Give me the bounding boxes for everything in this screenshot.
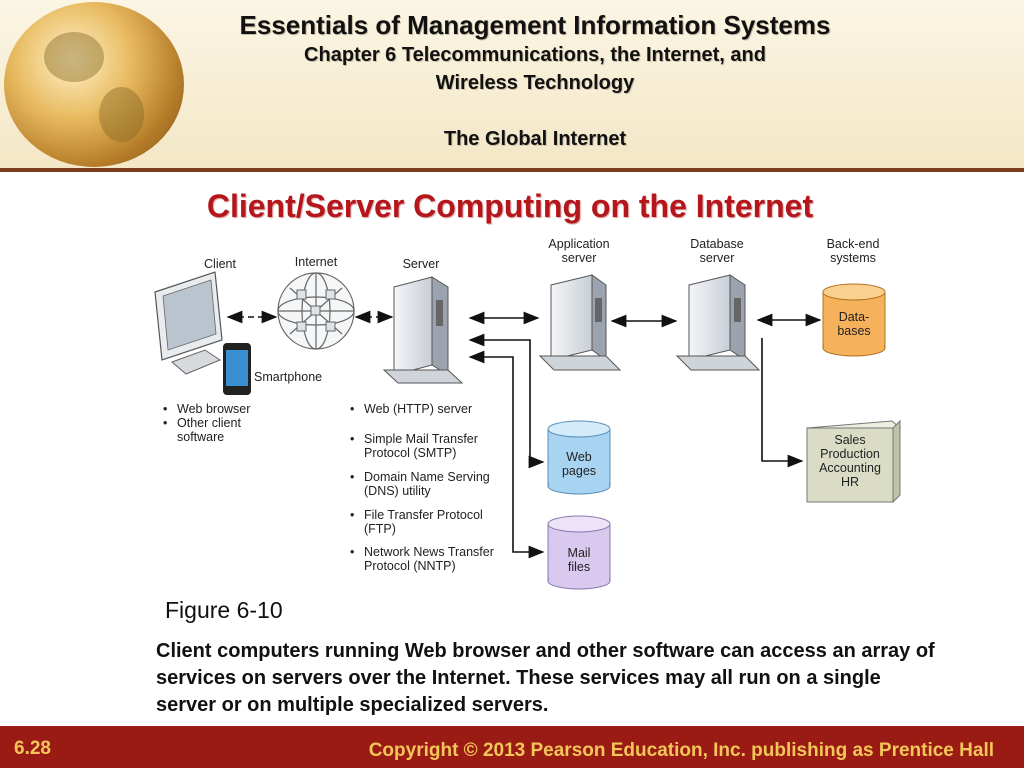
globe-logo-icon	[4, 2, 184, 167]
chapter-title-line1: Chapter 6 Telecommunications, the Intern…	[304, 44, 766, 66]
server-bullet-http: Web (HTTP) server	[350, 402, 472, 416]
dbserver-backend-arrow	[761, 338, 804, 468]
slide-title: Client/Server Computing on the Internet	[206, 188, 814, 224]
internet-label: Internet	[294, 255, 338, 269]
header-divider	[0, 168, 1024, 172]
web-pages-cylinder-icon	[547, 420, 611, 495]
figure-caption: Client computers running Web browser and…	[156, 640, 935, 716]
database-server-icon	[675, 274, 761, 371]
slide-footer	[0, 726, 1024, 768]
server-bullet-dns: Domain Name Serving(DNS) utility	[350, 470, 490, 498]
databases-cylinder-icon	[822, 283, 886, 357]
application-server-icon	[538, 274, 622, 371]
backend-systems-box-icon	[805, 419, 902, 504]
section-title: The Global Internet	[443, 128, 627, 150]
page-number: 6.28	[14, 738, 51, 759]
figure-label: Figure 6-10	[165, 597, 283, 623]
server-mailfiles-arrow	[468, 350, 545, 559]
smartphone-label: Smartphone	[254, 370, 323, 384]
client-label: Client	[204, 257, 236, 271]
server-bullet-ftp: File Transfer Protocol(FTP)	[350, 508, 483, 536]
smartphone-icon	[223, 343, 251, 395]
server-webpages-arrow	[468, 333, 545, 469]
mail-files-cylinder-icon	[547, 515, 611, 590]
web-server-icon	[382, 276, 464, 384]
copyright-notice: Copyright © 2013 Pearson Education, Inc.…	[368, 740, 994, 761]
client-bullet-web-browser: Web browser	[163, 402, 251, 416]
course-title: Essentials of Management Information Sys…	[239, 10, 831, 40]
server-label: Server	[402, 257, 440, 271]
chapter-title-line2: Wireless Technology	[435, 72, 635, 94]
client-monitor-icon	[154, 271, 223, 375]
databases-label: Data-bases	[837, 310, 871, 338]
